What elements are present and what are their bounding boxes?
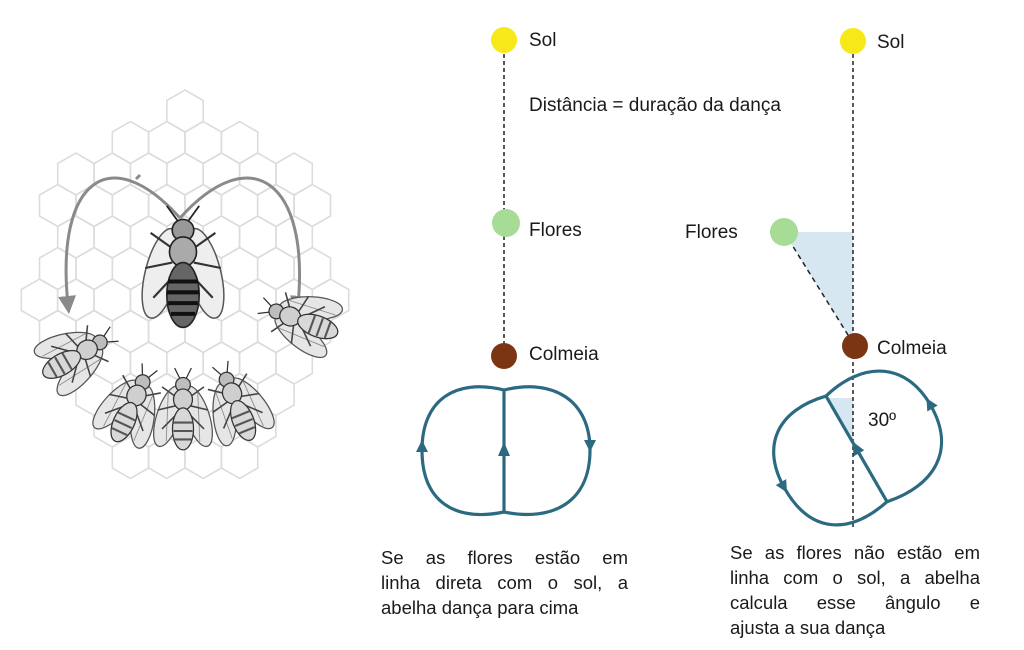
panel-angled: Sol Flores Colmeia 30º bbox=[685, 28, 947, 530]
honeycomb-cell bbox=[238, 215, 277, 259]
flowers-label: Flores bbox=[529, 220, 582, 241]
dance-arrow-icon bbox=[775, 479, 787, 493]
panel-straight: Sol Distância = duração da dança Flores … bbox=[416, 27, 781, 517]
flowers-icon bbox=[770, 218, 798, 246]
honeycomb-cell bbox=[111, 120, 150, 165]
honeycomb-cell bbox=[111, 183, 150, 228]
honeycomb-cell bbox=[220, 309, 259, 354]
caption-line: linha direta com o sol, a bbox=[381, 572, 628, 593]
dance-arrow-icon bbox=[584, 440, 596, 452]
honeycomb-cell bbox=[220, 120, 259, 165]
flowers-label: Flores bbox=[685, 222, 738, 243]
honeycomb-cell bbox=[220, 183, 259, 228]
follower-bee-icon bbox=[146, 366, 220, 451]
caption-line: Se as flores não estão em bbox=[730, 542, 980, 563]
honeycomb-cell bbox=[220, 435, 259, 480]
dance-arrow-icon bbox=[926, 398, 938, 412]
hive-label: Colmeia bbox=[529, 344, 599, 365]
dancing-bee-icon bbox=[141, 205, 225, 329]
honeycomb-cell bbox=[238, 152, 277, 196]
honeycomb-cell bbox=[256, 246, 295, 291]
caption-straight: Se as flores estão em linha direta com o… bbox=[381, 545, 628, 620]
honeycomb-cell bbox=[20, 278, 59, 322]
honeycomb-cell bbox=[166, 89, 204, 133]
honeycomb-cell bbox=[93, 152, 132, 196]
illustration-dance-loop-left bbox=[58, 176, 182, 314]
sun-icon bbox=[491, 27, 517, 53]
hive-icon bbox=[842, 333, 868, 359]
honeycomb-cell bbox=[293, 183, 332, 228]
hive-to-flowers-dashed-line bbox=[783, 231, 854, 344]
waggle-dance-path-angled bbox=[772, 369, 944, 527]
distance-label: Distância = duração da dança bbox=[529, 95, 781, 116]
hive-icon bbox=[491, 343, 517, 369]
honeycomb-cell bbox=[75, 246, 114, 291]
caption-line: Se as flores estão em bbox=[381, 547, 628, 568]
honeycomb-cell bbox=[166, 152, 204, 196]
illustration-dance-loop-right bbox=[178, 176, 308, 314]
honeycomb-cell bbox=[93, 215, 132, 259]
honeycomb-cell bbox=[75, 183, 114, 228]
bees-on-honeycomb-illustration bbox=[20, 89, 351, 480]
honeycomb-cell bbox=[93, 278, 132, 322]
caption-angled: Se as flores não estão em linha com o so… bbox=[730, 540, 980, 640]
sun-label: Sol bbox=[529, 30, 556, 51]
sun-label: Sol bbox=[877, 32, 904, 53]
honeycomb-cell bbox=[56, 215, 95, 259]
honeycomb-cell bbox=[147, 120, 186, 165]
dance-arrow-icon bbox=[852, 441, 865, 457]
honeycomb-cell bbox=[220, 246, 259, 291]
dance-arrow-icon bbox=[416, 440, 428, 452]
honeycomb-cell bbox=[111, 309, 150, 354]
caption-line: linha com o sol, a abelha bbox=[730, 567, 980, 588]
angle-label: 30º bbox=[868, 410, 896, 431]
honeycomb-cell bbox=[184, 120, 223, 165]
honeycomb-cell bbox=[56, 278, 95, 322]
honeycomb-cell bbox=[275, 152, 314, 196]
caption-line: abelha dança para cima bbox=[381, 597, 579, 618]
honeycomb-cell bbox=[38, 183, 77, 228]
honeycomb-cell bbox=[202, 152, 241, 196]
sun-icon bbox=[840, 28, 866, 54]
caption-line: ajusta a sua dança bbox=[730, 617, 886, 638]
honeycomb-cell bbox=[38, 246, 77, 291]
caption-line: calcula esse ângulo e bbox=[730, 592, 980, 613]
dance-arrow-icon bbox=[498, 442, 510, 456]
flowers-icon bbox=[492, 209, 520, 237]
hive-label: Colmeia bbox=[877, 338, 947, 359]
